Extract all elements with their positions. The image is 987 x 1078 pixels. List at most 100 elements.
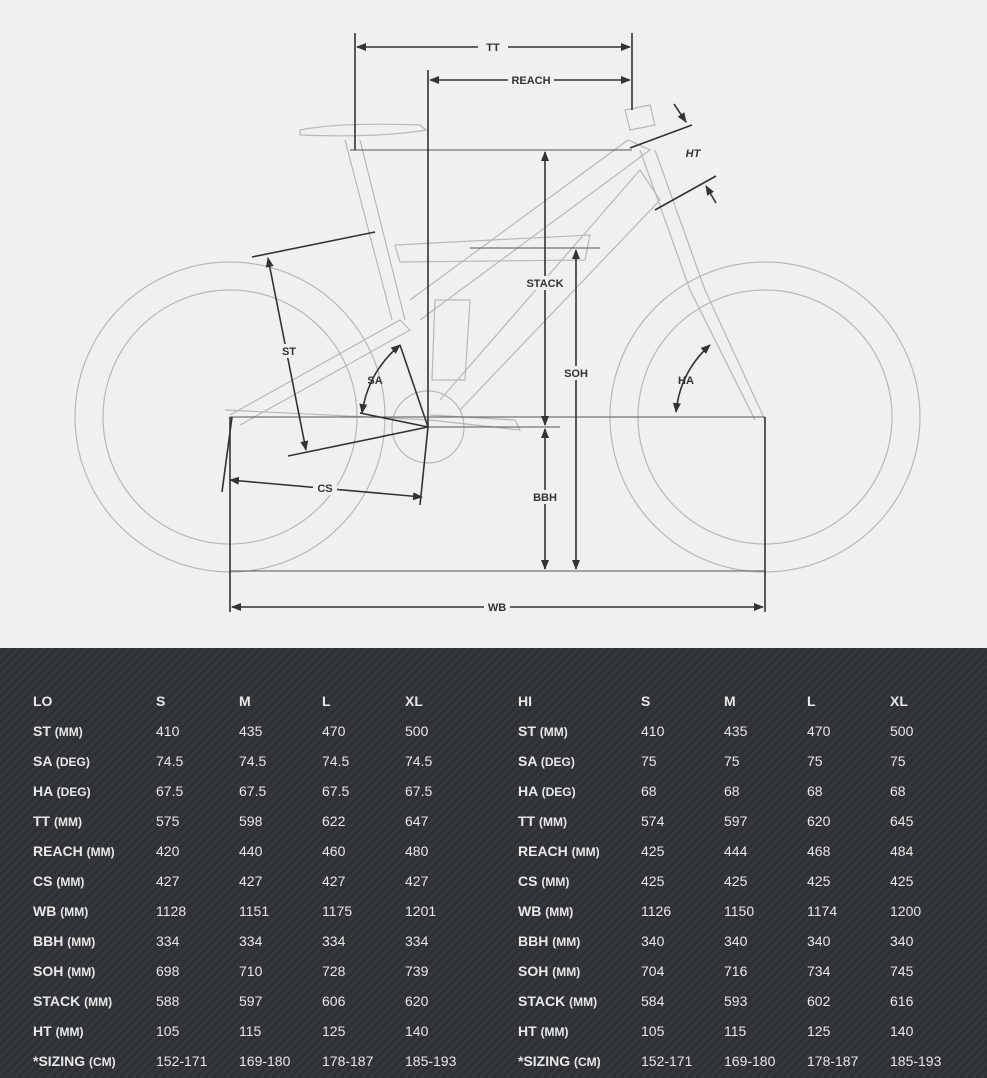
row-label-unit: (MM) xyxy=(56,875,85,889)
cell-value: 588 xyxy=(156,993,180,1009)
cell-value: 74.5 xyxy=(156,753,184,769)
cell-value: 1201 xyxy=(405,903,437,919)
size-header: L xyxy=(322,693,331,709)
cell-value: 620 xyxy=(405,993,429,1009)
label-ha: HA xyxy=(678,375,694,387)
size-header: M xyxy=(239,693,251,709)
cell-value: 460 xyxy=(322,843,346,859)
size-header: L xyxy=(807,693,816,709)
row-label-name: ST xyxy=(33,723,51,739)
cell-value: 105 xyxy=(641,1023,665,1039)
cell-value: 425 xyxy=(724,873,748,889)
cell-value: 410 xyxy=(641,723,665,739)
cell-value: 575 xyxy=(156,813,180,829)
cell-value: 710 xyxy=(239,963,263,979)
row-label: HT (MM) xyxy=(33,1016,156,1046)
row-label: SOH (MM) xyxy=(33,956,156,986)
cell-value: 647 xyxy=(405,813,429,829)
cell-value: 75 xyxy=(807,753,823,769)
cell-value: 420 xyxy=(156,843,180,859)
cell-value: 500 xyxy=(405,723,429,739)
row-label-unit: (MM) xyxy=(540,1025,569,1039)
row-label: *SIZING (CM) xyxy=(518,1046,641,1076)
row-label-name: CS xyxy=(33,873,53,889)
row-label-unit: (MM) xyxy=(54,815,82,829)
cell-value: 75 xyxy=(641,753,657,769)
row-label-unit: (DEG) xyxy=(541,785,576,799)
row-label-name: REACH xyxy=(518,843,568,859)
cell-value: 698 xyxy=(156,963,180,979)
row-label-unit: (MM) xyxy=(60,905,89,919)
row-label-unit: (MM) xyxy=(86,845,115,859)
cell-value: 427 xyxy=(156,873,180,889)
cell-value: 334 xyxy=(405,933,429,949)
cell-value: 125 xyxy=(807,1023,831,1039)
row-label: TT (MM) xyxy=(518,806,641,836)
ha-arrow xyxy=(672,344,711,413)
cell-value: 115 xyxy=(239,1023,262,1039)
cell-value: 68 xyxy=(890,783,906,799)
row-label: ST (MM) xyxy=(33,716,156,746)
cell-value: 597 xyxy=(239,993,263,1009)
geometry-diagram: TT REACH HT STACK SOH BBH WB ST SA HA CS xyxy=(74,33,921,614)
size-header: S xyxy=(641,693,651,709)
cell-value: 334 xyxy=(156,933,180,949)
cell-value: 1150 xyxy=(724,903,755,919)
cell-value: 105 xyxy=(156,1023,180,1039)
row-label-name: BBH xyxy=(33,933,64,949)
cell-value: 468 xyxy=(807,843,831,859)
row-label-unit: (MM) xyxy=(541,875,570,889)
row-label-unit: (MM) xyxy=(539,725,568,739)
cell-value: 427 xyxy=(322,873,346,889)
row-label: STACK (MM) xyxy=(33,986,156,1016)
cell-value: 68 xyxy=(807,783,823,799)
row-label: TT (MM) xyxy=(33,806,156,836)
row-label-unit: (MM) xyxy=(552,935,581,949)
cell-value: 340 xyxy=(724,933,748,949)
cell-value: 169-180 xyxy=(239,1053,291,1069)
row-label-name: STACK xyxy=(33,993,81,1009)
cell-value: 152-171 xyxy=(156,1053,208,1069)
shock xyxy=(394,234,591,263)
saddle xyxy=(299,123,428,137)
row-label-name: REACH xyxy=(33,843,83,859)
cell-value: 622 xyxy=(322,813,346,829)
cell-value: 620 xyxy=(807,813,831,829)
ht-arrow-bottom xyxy=(705,185,717,204)
reference-lines xyxy=(221,33,766,612)
row-label-unit: (MM) xyxy=(545,905,574,919)
fork xyxy=(624,104,766,421)
cell-value: 440 xyxy=(239,843,263,859)
row-label-name: SA xyxy=(518,753,537,769)
label-tt: TT xyxy=(486,42,500,54)
row-label: BBH (MM) xyxy=(33,926,156,956)
cell-value: 140 xyxy=(405,1023,429,1039)
cell-value: 178-187 xyxy=(322,1053,374,1069)
cell-value: 425 xyxy=(641,873,665,889)
row-label: SA (DEG) xyxy=(518,746,641,776)
cell-value: 74.5 xyxy=(405,753,433,769)
cell-value: 75 xyxy=(890,753,906,769)
cell-value: 125 xyxy=(322,1023,346,1039)
cell-value: 734 xyxy=(807,963,831,979)
cell-value: 178-187 xyxy=(807,1053,859,1069)
row-label-unit: (MM) xyxy=(54,725,83,739)
row-label-name: SOH xyxy=(518,963,549,979)
cell-value: 470 xyxy=(807,723,831,739)
row-label: ST (MM) xyxy=(518,716,641,746)
ht-arrow-top xyxy=(673,103,687,123)
cell-value: 484 xyxy=(890,843,914,859)
cell-value: 74.5 xyxy=(239,753,267,769)
cell-value: 444 xyxy=(724,843,748,859)
